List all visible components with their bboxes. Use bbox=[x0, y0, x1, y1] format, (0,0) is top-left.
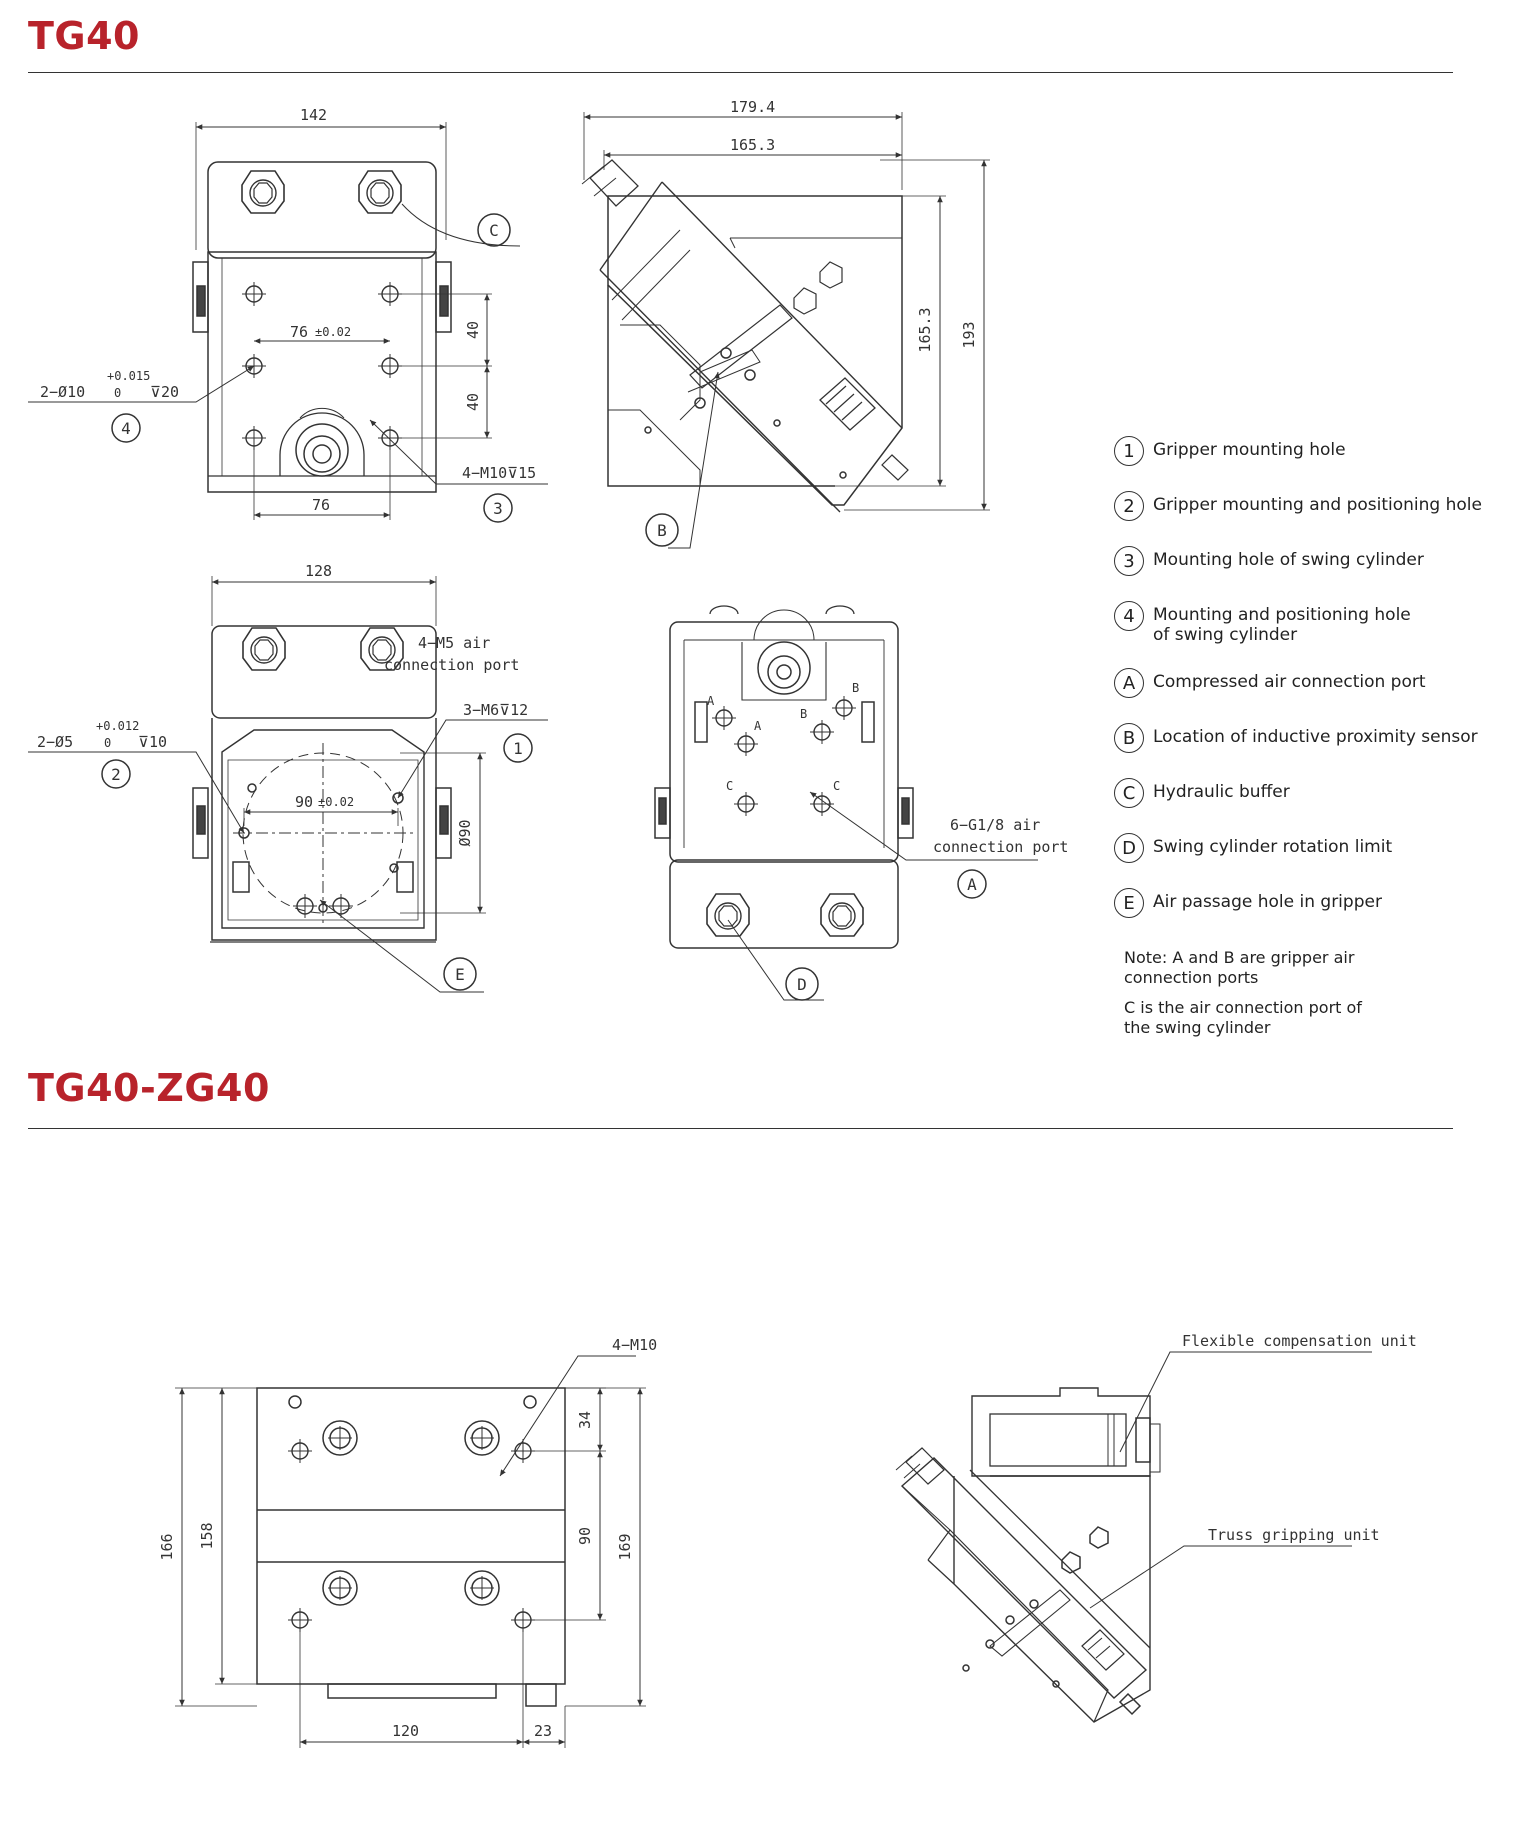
legend-text: Location of inductive proximity sensor bbox=[1153, 727, 1478, 747]
hole-spec: 2−Ø10 bbox=[40, 383, 85, 401]
dim-142: 142 bbox=[300, 106, 327, 124]
dim-76: 76 bbox=[290, 323, 308, 341]
legend-item: D Swing cylinder rotation limit bbox=[1114, 833, 1514, 892]
callout-1: 1 bbox=[513, 739, 523, 758]
callout-4: 4 bbox=[121, 419, 131, 438]
callout-D: D bbox=[797, 975, 807, 994]
dim-dia90: Ø90 bbox=[456, 819, 474, 846]
legend-mark: A bbox=[1114, 668, 1144, 698]
legend-item: B Location of inductive proximity sensor bbox=[1114, 723, 1514, 782]
section-title-tg40: TG40 bbox=[28, 14, 140, 58]
label-flexible-unit: Flexible compensation unit bbox=[1182, 1332, 1417, 1350]
dim-40: 40 bbox=[464, 393, 482, 411]
legend-text: Mounting hole of swing cylinder bbox=[1153, 550, 1424, 570]
legend-item: A Compressed air connection port bbox=[1114, 668, 1514, 727]
hole-depth: ⊽20 bbox=[150, 383, 179, 401]
note-text: Note: A and B are gripper air connection… bbox=[1124, 948, 1355, 987]
legend: 1 Gripper mounting hole 2 Gripper mounting… bbox=[1114, 436, 1514, 947]
dim-90: 90 bbox=[576, 1527, 594, 1545]
legend-item: 1 Gripper mounting hole bbox=[1114, 436, 1514, 495]
legend-text: Gripper mounting hole bbox=[1153, 440, 1346, 460]
legend-item: 2 Gripper mounting and positioning hole bbox=[1114, 491, 1514, 550]
section-rule bbox=[28, 1128, 1453, 1129]
port-m5: connection port bbox=[384, 656, 519, 674]
note-text: C is the air connection port of the swin… bbox=[1124, 998, 1362, 1037]
hole-spec-m10: 4−M10 bbox=[612, 1336, 657, 1354]
legend-mark: 3 bbox=[1114, 546, 1144, 576]
dim-23: 23 bbox=[534, 1722, 552, 1740]
dim-90: 90 bbox=[295, 793, 313, 811]
notes: Note: A and B are gripper air connection… bbox=[1124, 948, 1374, 1048]
dim-193: 193 bbox=[960, 321, 978, 348]
port-label-A: A bbox=[754, 719, 762, 733]
dim-165.3: 165.3 bbox=[730, 136, 775, 154]
dim-128: 128 bbox=[305, 562, 332, 580]
legend-text: Hydraulic buffer bbox=[1153, 782, 1290, 802]
callout-2: 2 bbox=[111, 765, 121, 784]
hole-spec-m6: 3−M6⊽12 bbox=[463, 701, 528, 719]
callout-A: A bbox=[967, 875, 977, 894]
port-label-B: B bbox=[800, 707, 807, 721]
legend-mark: D bbox=[1114, 833, 1144, 863]
dim-tol: ±0.02 bbox=[315, 325, 351, 339]
view4-front: A A B B C C 6−G1/8 air connection port A… bbox=[654, 605, 1068, 1001]
legend-mark: B bbox=[1114, 723, 1144, 753]
hole-tol: +0.012 bbox=[96, 719, 139, 733]
callout-B: B bbox=[657, 521, 667, 540]
port-g18: 6−G1/8 air bbox=[950, 816, 1040, 834]
view1-top: 142 76 ±0.02 40 40 76 2−Ø10 +0.015 0 ⊽20… bbox=[28, 106, 548, 523]
dim-tol: ±0.02 bbox=[318, 795, 354, 809]
port-m5: 4−M5 air bbox=[418, 634, 490, 652]
legend-item: E Air passage hole in gripper bbox=[1114, 888, 1514, 947]
hole-tol: 0 bbox=[114, 386, 121, 400]
legend-item: 4 Mounting and positioning hole of swing … bbox=[1114, 601, 1514, 672]
dim-158: 158 bbox=[198, 1522, 216, 1549]
dim-179.4: 179.4 bbox=[730, 98, 775, 116]
dim-40: 40 bbox=[464, 321, 482, 339]
dim-76: 76 bbox=[312, 496, 330, 514]
section-title-tg40-zg40: TG40-ZG40 bbox=[28, 1066, 270, 1110]
legend-mark: 4 bbox=[1114, 601, 1144, 631]
dim-165.3-v: 165.3 bbox=[916, 307, 934, 352]
legend-item: C Hydraulic buffer bbox=[1114, 778, 1514, 837]
hole-tol: 0 bbox=[104, 736, 111, 750]
section-rule bbox=[28, 72, 1453, 73]
legend-text: Swing cylinder rotation limit bbox=[1153, 837, 1393, 857]
port-label-A: A bbox=[707, 694, 715, 708]
dim-120: 120 bbox=[392, 1722, 419, 1740]
callout-C: C bbox=[489, 221, 499, 240]
legend-text: Gripper mounting and positioning hole bbox=[1153, 495, 1482, 515]
callout-E: E bbox=[455, 965, 465, 984]
port-label-C: C bbox=[833, 779, 840, 793]
view3-bottom: 128 90 ±0.02 Ø90 4−M5 air connection por… bbox=[28, 562, 548, 993]
hole-depth: ⊽10 bbox=[138, 733, 167, 751]
dim-166: 166 bbox=[158, 1533, 176, 1560]
legend-mark: C bbox=[1114, 778, 1144, 808]
hole-tol: +0.015 bbox=[107, 369, 150, 383]
legend-mark: E bbox=[1114, 888, 1144, 918]
port-label-B: B bbox=[852, 681, 859, 695]
legend-mark: 2 bbox=[1114, 491, 1144, 521]
legend-mark: 1 bbox=[1114, 436, 1144, 466]
callout-3: 3 bbox=[493, 499, 503, 518]
port-g18: connection port bbox=[933, 838, 1068, 856]
legend-text: Compressed air connection port bbox=[1153, 672, 1426, 692]
legend-item: 3 Mounting hole of swing cylinder bbox=[1114, 546, 1514, 605]
view2-side: 179.4 165.3 165.3 193 B bbox=[581, 98, 990, 549]
label-truss-unit: Truss gripping unit bbox=[1208, 1526, 1380, 1544]
port-label-C: C bbox=[726, 779, 733, 793]
hole-spec: 2−Ø5 bbox=[37, 733, 73, 751]
dim-169: 169 bbox=[616, 1533, 634, 1560]
legend-text: Air passage hole in gripper bbox=[1153, 892, 1382, 912]
hole-spec-m10: 4−M10⊽15 bbox=[462, 464, 536, 482]
dim-34: 34 bbox=[576, 1411, 594, 1429]
view5-zg40-front: 166 158 34 90 169 120 23 4−M10 bbox=[158, 1336, 657, 1748]
view6-zg40-side: Flexible compensation unit Truss grippin… bbox=[895, 1332, 1417, 1723]
legend-text: Mounting and positioning hole of swing c… bbox=[1153, 605, 1411, 645]
